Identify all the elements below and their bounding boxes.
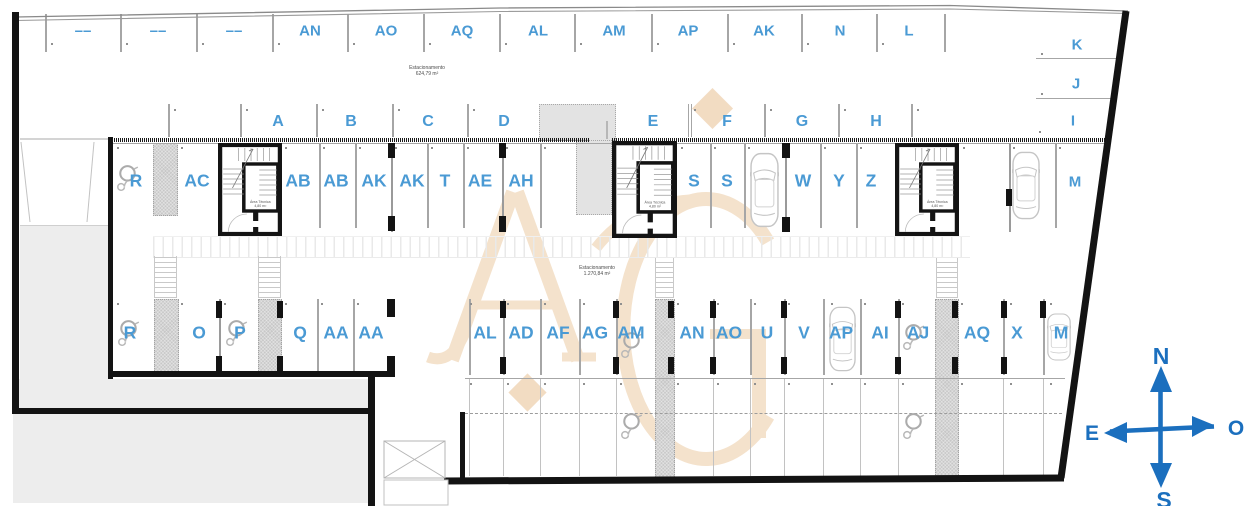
svg-text:N: N (1153, 343, 1170, 369)
svg-text:4,80 m²: 4,80 m² (254, 204, 267, 208)
svg-text:Área Técnica: Área Técnica (927, 200, 948, 204)
svg-text:E: E (1085, 422, 1099, 445)
svg-text:4,80 m²: 4,80 m² (649, 205, 662, 209)
svg-text:Área Técnica: Área Técnica (645, 201, 666, 205)
svg-text:S: S (1156, 487, 1171, 506)
svg-text:O: O (1228, 417, 1244, 440)
svg-text:4,80 m²: 4,80 m² (931, 204, 944, 208)
svg-text:Área Técnica: Área Técnica (250, 200, 271, 204)
